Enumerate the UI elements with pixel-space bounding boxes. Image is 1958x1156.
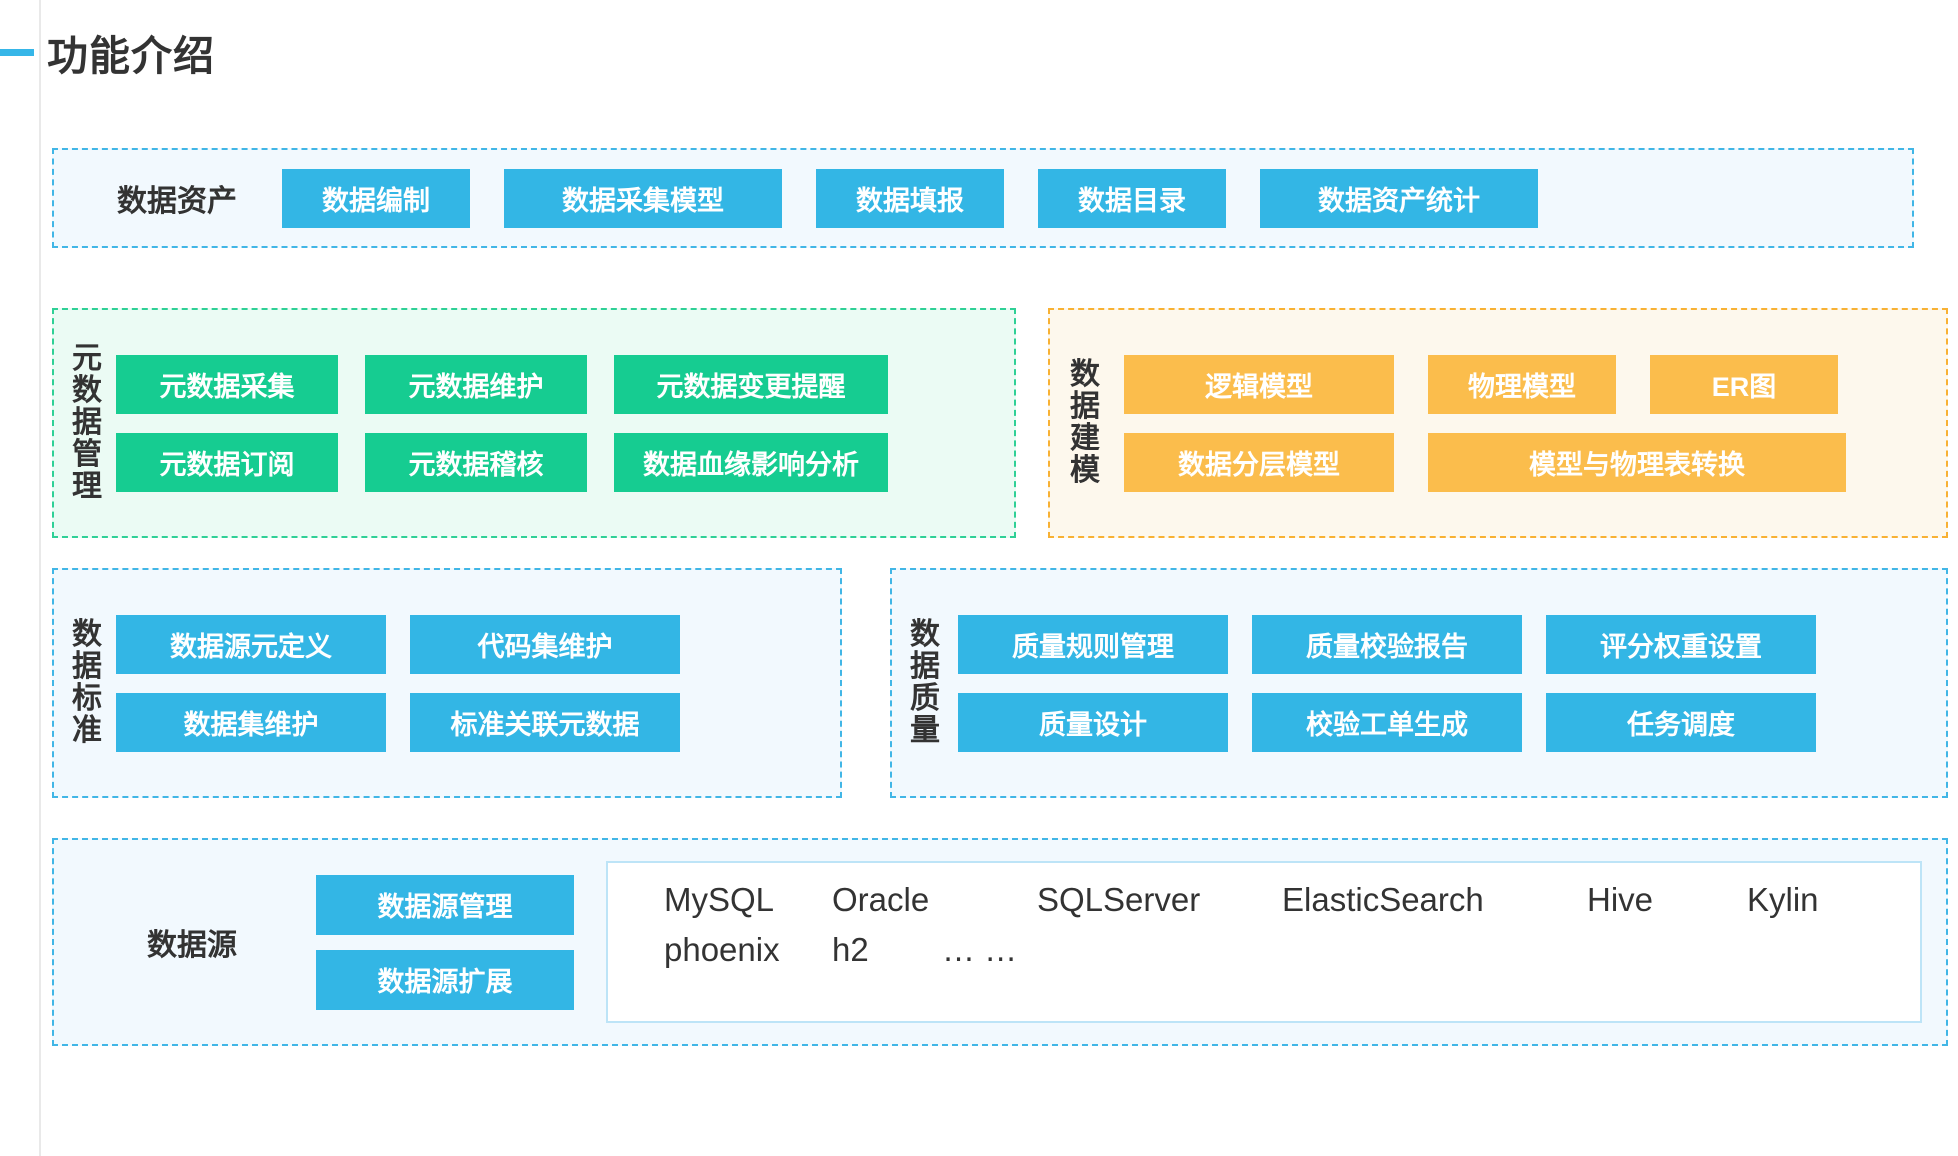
chip-verification-work-order-generation[interactable]: 校验工单生成: [1252, 692, 1522, 752]
section-label-data-standards: 数据标准: [72, 617, 102, 748]
chip-task-scheduling[interactable]: 任务调度: [1546, 692, 1816, 752]
chip-quality-verification-report[interactable]: 质量校验报告: [1252, 614, 1522, 674]
modeling-row-2: 数据分层模型 模型与物理表转换: [1124, 432, 1946, 492]
metadata-row-2: 元数据订阅 元数据稽核 数据血缘影响分析: [116, 432, 1014, 492]
db-more-ellipsis: … …: [942, 931, 1018, 968]
chip-data-catalog[interactable]: 数据目录: [1038, 168, 1226, 228]
section-label-data-quality: 数据质量: [910, 617, 940, 748]
section-label-data-assets: 数据资产: [117, 185, 237, 218]
section-label-data-modeling: 数据建模: [1070, 357, 1100, 488]
chip-metadata-change-alert[interactable]: 元数据变更提醒: [614, 354, 888, 414]
db-sqlserver: SQLServer: [1037, 881, 1201, 918]
chip-datasource-extension[interactable]: 数据源扩展: [316, 949, 574, 1010]
section-label-datasource: 数据源: [147, 929, 237, 962]
quality-rows: 质量规则管理 质量校验报告 评分权重设置 质量设计 校验工单生成 任务调度: [958, 614, 1946, 752]
section-metadata-management: 元数据管理 元数据采集 元数据维护 元数据变更提醒 元数据订阅 元数据稽核 数据…: [52, 308, 1016, 538]
chip-model-to-physical-table-conversion[interactable]: 模型与物理表转换: [1428, 432, 1846, 492]
db-phoenix: phoenix: [664, 931, 780, 968]
database-row-1: MySQL Oracle SQLServer ElasticSearch Hiv…: [664, 881, 1920, 919]
chip-quality-design[interactable]: 质量设计: [958, 692, 1228, 752]
db-oracle: Oracle: [832, 881, 930, 918]
data-assets-rows: 数据编制 数据采集模型 数据填报 数据目录 数据资产统计: [282, 168, 1892, 228]
quality-row-2: 质量设计 校验工单生成 任务调度: [958, 692, 1946, 752]
chip-datasource-meta-definition[interactable]: 数据源元定义: [116, 614, 386, 674]
modeling-row-1: 逻辑模型 物理模型 ER图: [1124, 354, 1946, 414]
chip-logical-model[interactable]: 逻辑模型: [1124, 354, 1394, 414]
metadata-rows: 元数据采集 元数据维护 元数据变更提醒 元数据订阅 元数据稽核 数据血缘影响分析: [116, 354, 1014, 492]
chip-er-diagram[interactable]: ER图: [1650, 354, 1838, 414]
standards-rows: 数据源元定义 代码集维护 数据集维护 标准关联元数据: [116, 614, 840, 752]
chip-metadata-collection[interactable]: 元数据采集: [116, 354, 338, 414]
chip-codeset-maintenance[interactable]: 代码集维护: [410, 614, 680, 674]
section-data-modeling: 数据建模 逻辑模型 物理模型 ER图 数据分层模型 模型与物理表转换: [1048, 308, 1948, 538]
standards-row-2: 数据集维护 标准关联元数据: [116, 692, 840, 752]
section-data-assets: 数据资产 数据编制 数据采集模型 数据填报 数据目录 数据资产统计: [52, 148, 1914, 248]
chip-data-asset-statistics[interactable]: 数据资产统计: [1260, 168, 1538, 228]
database-row-2: phoenix h2 … …: [664, 931, 1920, 969]
chip-metadata-audit[interactable]: 元数据稽核: [365, 432, 587, 492]
supported-database-list: MySQL Oracle SQLServer ElasticSearch Hiv…: [606, 861, 1922, 1023]
page-left-rule: [39, 0, 41, 1156]
chip-data-compilation[interactable]: 数据编制: [282, 168, 470, 228]
chip-metadata-subscription[interactable]: 元数据订阅: [116, 432, 338, 492]
section-label-metadata-management: 元数据管理: [72, 341, 102, 504]
chip-quality-rule-management[interactable]: 质量规则管理: [958, 614, 1228, 674]
chip-scoring-weight-settings[interactable]: 评分权重设置: [1546, 614, 1816, 674]
modeling-rows: 逻辑模型 物理模型 ER图 数据分层模型 模型与物理表转换: [1124, 354, 1946, 492]
chip-metadata-maintenance[interactable]: 元数据维护: [365, 354, 587, 414]
chip-data-layering-model[interactable]: 数据分层模型: [1124, 432, 1394, 492]
metadata-row-1: 元数据采集 元数据维护 元数据变更提醒: [116, 354, 1014, 414]
chip-data-reporting[interactable]: 数据填报: [816, 168, 1004, 228]
chip-standard-linked-metadata[interactable]: 标准关联元数据: [410, 692, 680, 752]
db-h2: h2: [832, 931, 869, 968]
section-data-quality: 数据质量 质量规则管理 质量校验报告 评分权重设置 质量设计 校验工单生成 任务…: [890, 568, 1948, 798]
db-mysql: MySQL: [664, 881, 775, 918]
db-elasticsearch: ElasticSearch: [1282, 881, 1484, 918]
chip-dataset-maintenance[interactable]: 数据集维护: [116, 692, 386, 752]
db-hive: Hive: [1587, 881, 1654, 918]
section-data-standards: 数据标准 数据源元定义 代码集维护 数据集维护 标准关联元数据: [52, 568, 842, 798]
db-kylin: Kylin: [1747, 881, 1819, 918]
datasource-buttons: 数据源管理 数据源扩展: [316, 874, 574, 1010]
header-dash-icon: [0, 48, 34, 56]
section-datasource: 数据源 数据源管理 数据源扩展 MySQL Oracle SQLServer E…: [52, 838, 1948, 1046]
chip-data-lineage-impact-analysis[interactable]: 数据血缘影响分析: [614, 432, 888, 492]
quality-row-1: 质量规则管理 质量校验报告 评分权重设置: [958, 614, 1946, 674]
data-assets-row: 数据编制 数据采集模型 数据填报 数据目录 数据资产统计: [282, 168, 1892, 228]
chip-datasource-management[interactable]: 数据源管理: [316, 874, 574, 935]
standards-row-1: 数据源元定义 代码集维护: [116, 614, 840, 674]
page-header: 功能介绍: [0, 16, 215, 88]
chip-data-collection-model[interactable]: 数据采集模型: [504, 168, 782, 228]
chip-physical-model[interactable]: 物理模型: [1428, 354, 1616, 414]
page-title: 功能介绍: [47, 33, 215, 79]
